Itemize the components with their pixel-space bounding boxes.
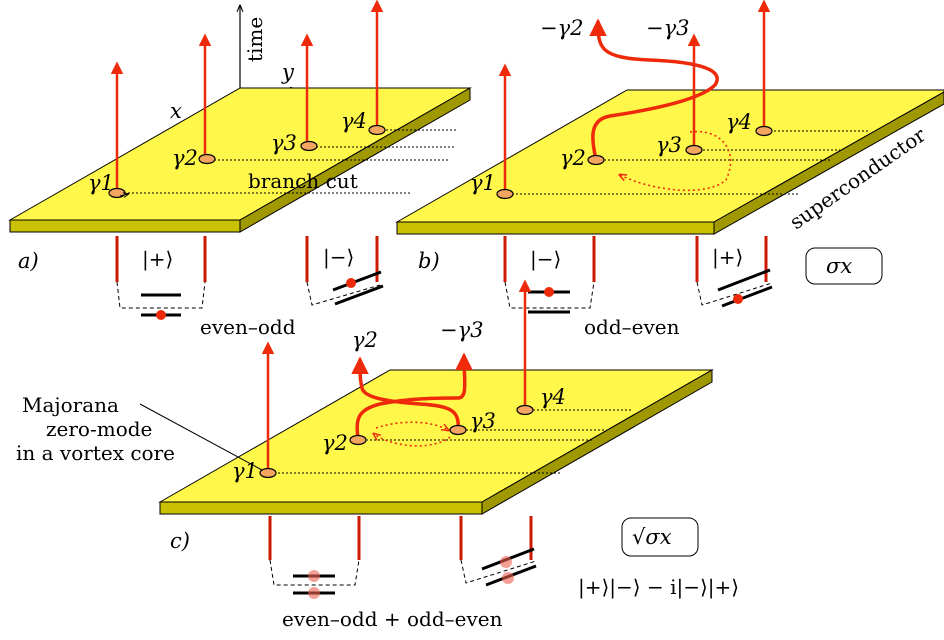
vortex-core-gamma3 [449, 424, 467, 436]
gamma-label: γ3 [271, 131, 297, 155]
gamma-label: γ4 [726, 110, 752, 134]
operator-box-sqrt-sigma-x [621, 517, 699, 557]
electron-dot [502, 572, 514, 584]
gamma-label: γ3 [656, 133, 682, 157]
branch-cut-label: branch cut [248, 169, 358, 193]
vortex-core-gamma3 [685, 144, 703, 156]
gamma2-top-label: γ2 [352, 328, 378, 352]
annotation-line-2: zero-mode [46, 417, 152, 441]
vortex-core-gamma3 [300, 140, 318, 152]
vortex-core-gamma4 [368, 124, 386, 136]
gamma-label: γ4 [341, 109, 367, 133]
electron-dot [544, 287, 554, 297]
panel-a: γ1 γ2 γ3 γ4 branch cut a) |+⟩ |−⟩ even–o… [8, 0, 472, 339]
superposition-state: |+⟩|−⟩ − i|−⟩|+⟩ [578, 575, 739, 600]
annotation-pointer [139, 403, 263, 471]
vortex-core-gamma1 [259, 467, 277, 479]
vortex-core-gamma4 [516, 404, 534, 416]
x-axis-label: x [170, 99, 182, 123]
gamma-label: γ2 [172, 146, 198, 170]
electron-dot [156, 310, 166, 320]
panel-c: γ1 γ2 γ3 γ4 γ2 −γ3 Majorana zero-mode in… [16, 279, 739, 631]
gamma-label: γ1 [88, 171, 114, 195]
annotation-line-1: Majorana [22, 393, 119, 417]
parity-label-b: odd–even [584, 315, 680, 339]
electron-dot [733, 294, 743, 304]
panel-c-energy-levels [268, 516, 537, 599]
parity-label-a: even–odd [200, 315, 296, 339]
operator-box-sigma-x [805, 247, 883, 285]
gamma-label: γ4 [540, 385, 566, 409]
minus-gamma2-label: −γ2 [540, 16, 584, 40]
gamma-label: γ1 [232, 459, 258, 483]
gamma-label: γ3 [470, 409, 496, 433]
panel-b-label: b) [418, 249, 440, 273]
panel-b: γ1 γ2 γ3 γ4 −γ2 −γ3 b) |−⟩ |+⟩ odd–even … [395, 0, 944, 339]
ket-minus: |−⟩ [530, 247, 561, 272]
y-axis-label: y [281, 60, 295, 84]
electron-dot [346, 278, 356, 288]
gamma-label: γ2 [560, 146, 586, 170]
electron-dot [308, 570, 320, 582]
vortex-core-gamma2 [198, 153, 216, 165]
panel-a-energy-levels [115, 236, 384, 320]
ket-minus: |−⟩ [323, 245, 354, 270]
ket-plus: |+⟩ [712, 245, 743, 270]
vortex-core-gamma2 [587, 154, 605, 166]
vortex-core-gamma1 [496, 188, 514, 200]
annotation-line-3: in a vortex core [16, 441, 175, 465]
minus-gamma3-label: −γ3 [440, 318, 484, 342]
vortex-core-gamma4 [755, 125, 773, 137]
ket-plus: |+⟩ [142, 247, 173, 272]
vortex-core-gamma2 [349, 434, 367, 446]
time-axis-label: time [243, 17, 267, 62]
minus-gamma3-label: −γ3 [646, 16, 690, 40]
gamma-label: γ1 [470, 171, 496, 195]
panel-a-label: a) [18, 249, 39, 273]
parity-label-c: even–odd + odd–even [282, 607, 503, 631]
gamma-label: γ2 [322, 431, 348, 455]
operator-sqrt-sigma-x: √σx [632, 525, 672, 549]
electron-dot [500, 556, 512, 568]
electron-dot [308, 587, 320, 599]
panel-b-energy-levels [503, 236, 773, 314]
panel-c-label: c) [170, 529, 190, 553]
operator-sigma-x: σx [826, 254, 852, 278]
